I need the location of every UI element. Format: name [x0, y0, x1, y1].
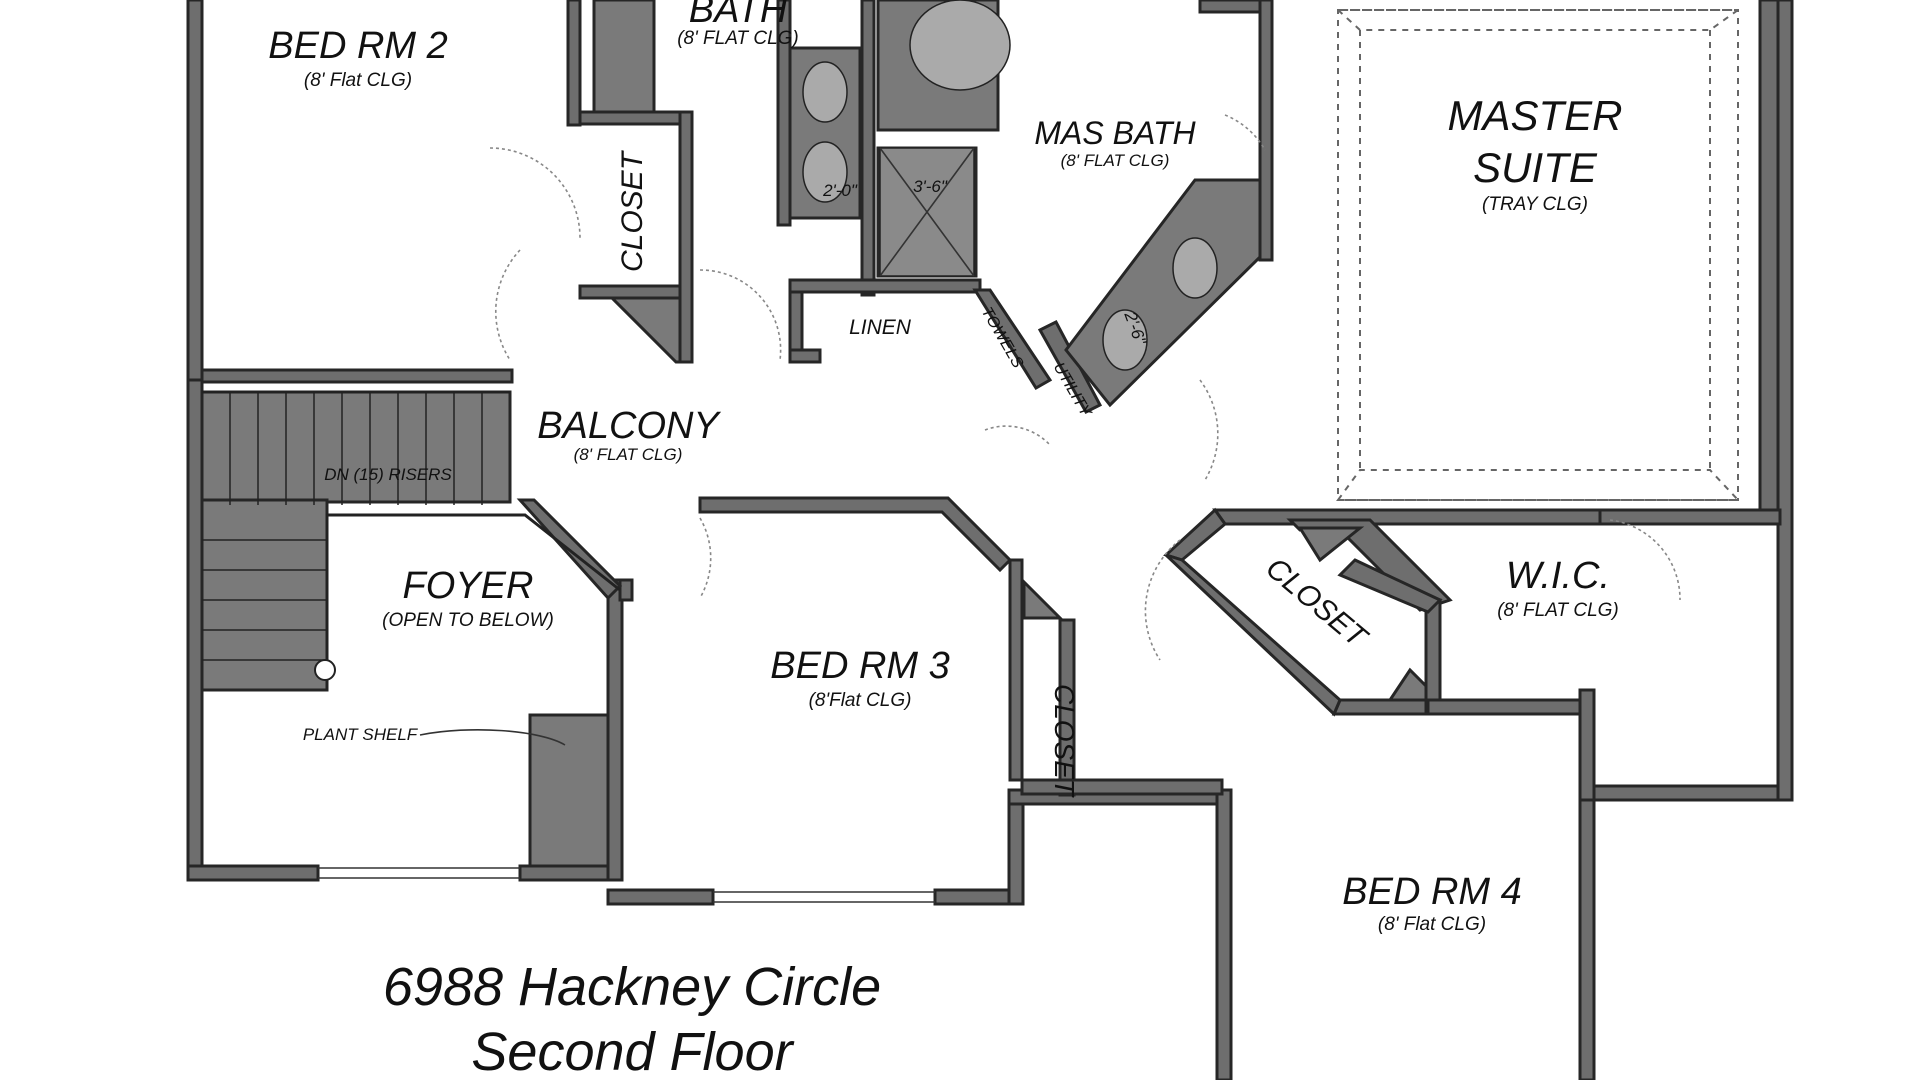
wic-name: W.I.C. [1506, 555, 1610, 597]
bed-rm-2-ceiling: (8' Flat CLG) [304, 70, 412, 91]
interior-walls [200, 0, 1782, 868]
balcony-name: BALCONY [537, 405, 721, 447]
plant-shelf-arrow [419, 729, 566, 746]
mas-bath-ceiling: (8' FLAT CLG) [1061, 151, 1170, 170]
bath-ceiling: (8' FLAT CLG) [677, 28, 799, 49]
foyer-name: FOYER [403, 565, 534, 607]
linen-label: LINEN [849, 316, 912, 339]
stair-treads [202, 392, 483, 661]
address-line: 6988 Hackney Circle [383, 957, 881, 1017]
floor-line: Second Floor [471, 1022, 794, 1080]
room-labels: BED RM 2 (8' Flat CLG) BATH (8' FLAT CLG… [268, 0, 1622, 935]
bed-rm-4-ceiling: (8' Flat CLG) [1378, 914, 1486, 935]
closet-bed3-label: CLOSET [1049, 684, 1080, 798]
master-suite-name-2: SUITE [1473, 144, 1598, 191]
door-swings [489, 114, 1681, 661]
balcony-ceiling: (8' FLAT CLG) [574, 445, 683, 464]
foyer-ceiling: (OPEN TO BELOW) [382, 610, 554, 631]
master-suite-name-1: MASTER [1447, 92, 1622, 139]
dimension-2: 3'-6" [913, 177, 948, 196]
dimension-1: 2'-0" [822, 181, 858, 200]
stairs-label: DN (15) RISERS [324, 465, 452, 484]
wic-ceiling: (8' FLAT CLG) [1497, 600, 1619, 621]
master-suite-ceiling: (TRAY CLG) [1482, 194, 1588, 215]
mas-bath-name: MAS BATH [1034, 115, 1196, 151]
stair-newel [314, 659, 336, 681]
bath-name: BATH [689, 0, 788, 31]
bed-rm-2-name: BED RM 2 [268, 25, 447, 67]
bed-rm-4-name: BED RM 4 [1342, 871, 1521, 913]
closet-bed2-label: CLOSET [616, 149, 649, 272]
bed-rm-3-name: BED RM 3 [770, 645, 949, 687]
bed-rm-3-ceiling: (8'Flat CLG) [809, 690, 912, 711]
caption: 6988 Hackney Circle Second Floor [383, 957, 881, 1080]
bathroom-fixtures [802, 0, 1218, 371]
plant-shelf-label: PLANT SHELF [303, 725, 419, 744]
